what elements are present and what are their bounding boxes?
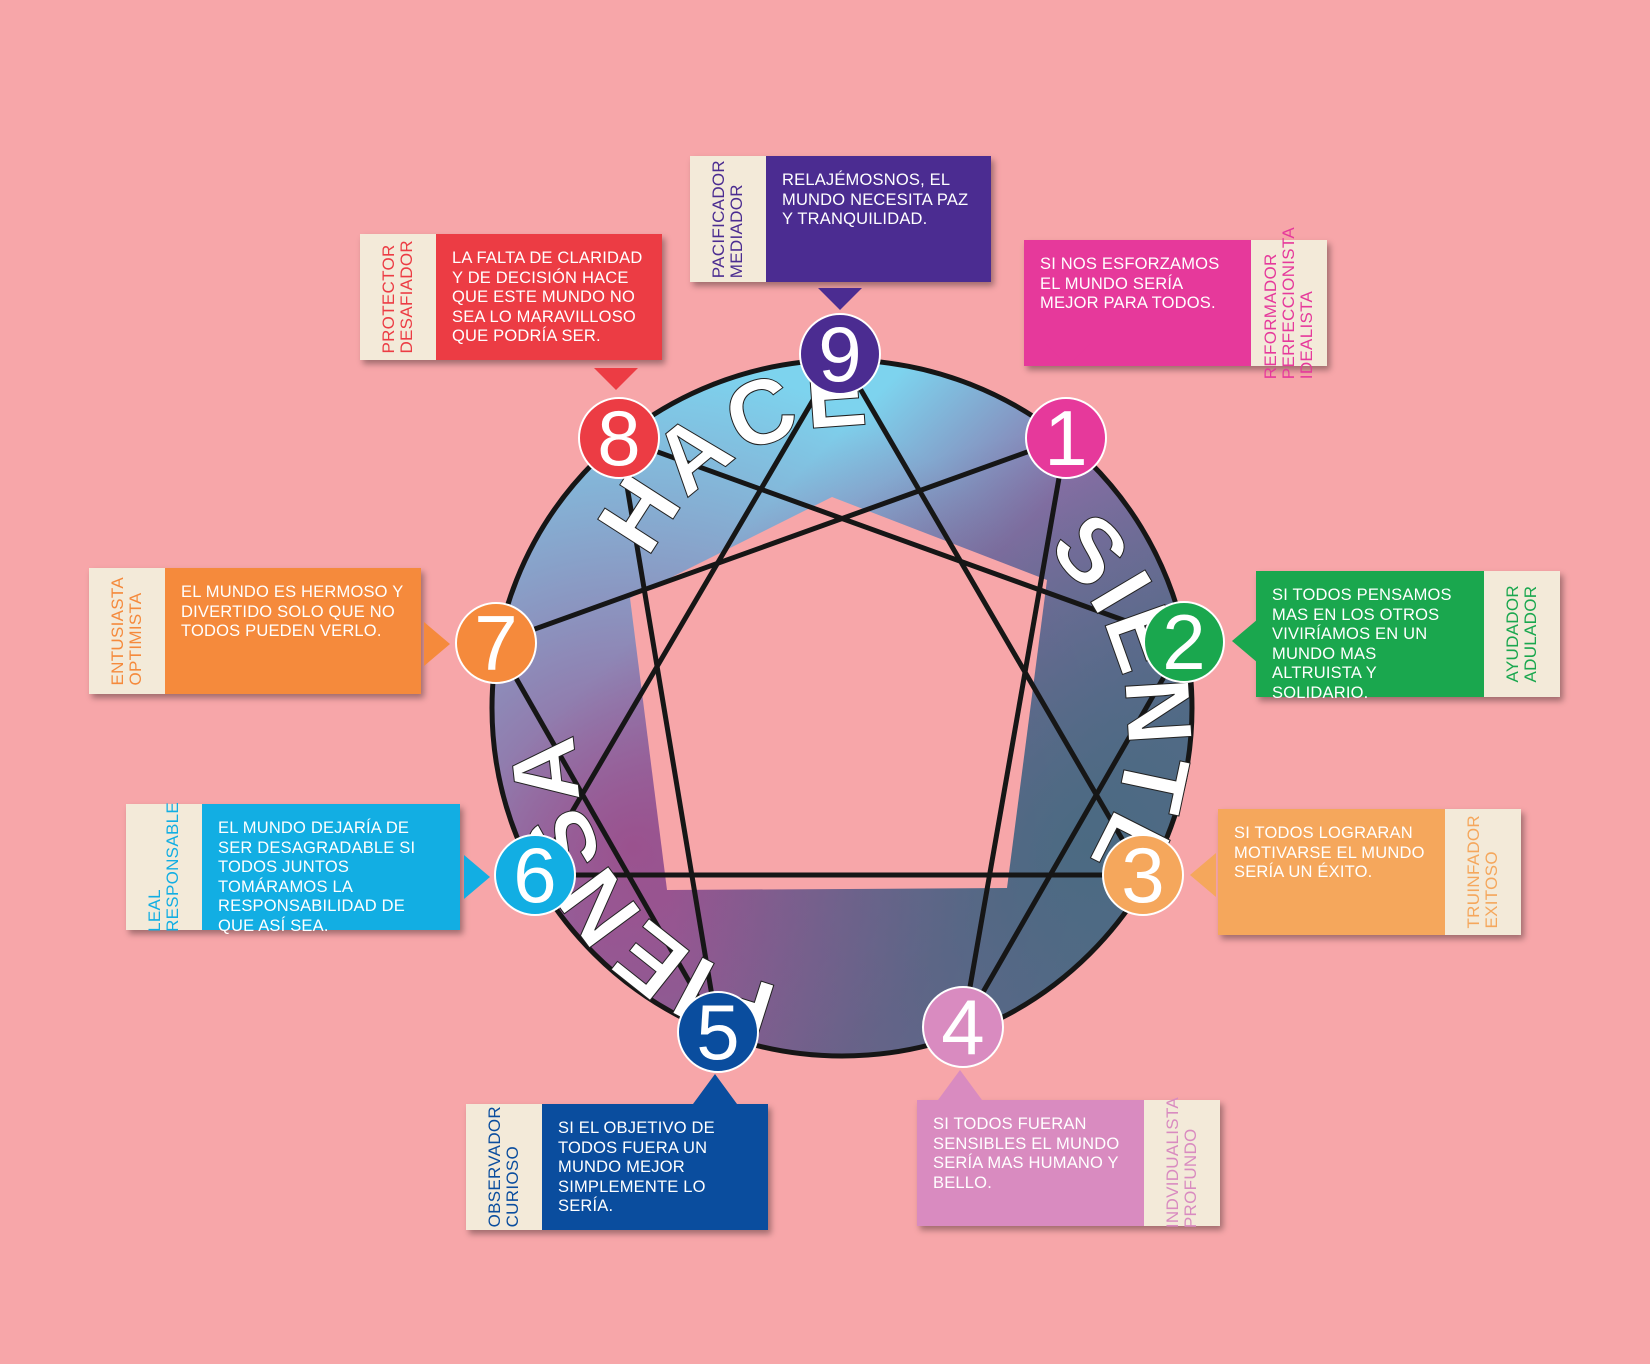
node-7: 7 [455,599,537,687]
tag-label: TRUINFADOR [1464,815,1483,929]
line-9-3 [837,352,1146,877]
tag-label: AYUDADOR [1503,585,1522,683]
tag-label: DESAFIADOR [397,240,416,354]
node-number: 2 [1162,598,1205,686]
node-number: 3 [1121,831,1164,919]
node-2: 2 [1143,598,1225,686]
tag-label: ADULADOR [1521,585,1540,683]
card-message: SI EL OBJETIVO DE TODOS FUERA UN MUNDO M… [542,1104,768,1230]
tag-label: LEAL [145,889,164,932]
card-message: EL MUNDO DEJARÍA DE SER DESAGRADABLE SI … [202,804,460,935]
node-9: 9 [799,310,881,398]
card-pointer [693,1074,737,1104]
tag-label: IDEALISTA [1297,290,1316,380]
tag-label: PROFUNDO [1181,1128,1200,1229]
node-6: 6 [494,831,576,919]
card-pointer [938,1070,982,1100]
tag-label: PROTECTOR [379,244,398,354]
tag-label: INDVIDUALISTA [1163,1097,1182,1229]
card-pointer [1232,619,1258,663]
node-number: 8 [597,394,640,482]
card-pointer [594,368,638,390]
enneagram-lines [493,352,1187,1034]
card-pointer [424,622,450,666]
tag-label: CURIOSO [503,1146,522,1228]
card-message: SI TODOS LOGRARAN MOTIVARSE EL MUNDO SER… [1218,809,1445,935]
inner-area [630,497,1047,890]
card-type-2: SI TODOS PENSAMOS MAS EN LOS OTROS VIVIR… [1256,571,1560,702]
card-type-3: SI TODOS LOGRARAN MOTIVARSE EL MUNDO SER… [1218,809,1521,935]
node-8: 8 [578,394,660,482]
tag-label: MEDIADOR [727,184,746,279]
node-3: 3 [1102,831,1184,919]
node-number: 4 [941,983,984,1071]
type-nodes: 1 2 3 4 5 6 7 8 9 [455,310,1225,1076]
line-5-7 [493,641,721,1034]
card-message: LA FALTA DE CLARIDAD Y DE DECISIÓN HACE … [436,234,662,360]
tag-label: PACIFICADOR [709,159,728,279]
node-1: 1 [1025,394,1107,482]
tag-label: OBSERVADOR [485,1106,504,1228]
card-pointer [1190,853,1216,897]
tag-label: ENTUSIASTA [108,576,127,686]
node-4: 4 [922,983,1004,1071]
card-type-4: SI TODOS FUERAN SENSIBLES EL MUNDO SERÍA… [917,1097,1220,1229]
node-number: 6 [513,831,556,919]
node-5: 5 [677,988,759,1076]
line-7-1 [495,435,1067,646]
node-number: 9 [818,310,861,398]
node-number: 1 [1044,394,1087,482]
line-8-5 [616,437,721,1033]
card-pointer [464,855,490,899]
line-2-8 [618,435,1185,645]
line-1-4 [960,437,1069,1028]
node-number: 5 [696,988,739,1076]
tag-label: PERFECCIONISTA [1279,226,1298,380]
card-message: EL MUNDO ES HERMOSO Y DIVERTIDO SOLO QUE… [165,568,421,694]
card-message: SI TODOS PENSAMOS MAS EN LOS OTROS VIVIR… [1256,571,1484,702]
line-4-2 [960,640,1187,1029]
line-6-9 [532,352,843,877]
tag-label: EXITOSO [1482,851,1501,929]
tag-label: OPTIMISTA [126,592,145,686]
tag-label: REFORMADOR [1261,253,1280,380]
card-message: SI TODOS FUERAN SENSIBLES EL MUNDO SERÍA… [917,1100,1144,1226]
card-pointer [1046,344,1090,366]
card-message: RELAJÉMOSNOS, EL MUNDO NECESITA PAZ Y TR… [766,156,991,282]
card-pointer [818,288,862,310]
node-number: 7 [474,599,517,687]
tag-label: RESPONSABLE [163,802,182,932]
